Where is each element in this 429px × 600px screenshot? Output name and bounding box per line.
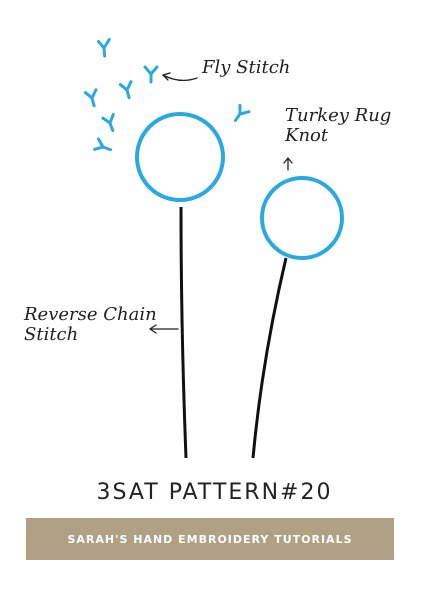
banner-text: SARAH'S HAND EMBROIDERY TUTORIALS (67, 532, 353, 546)
flower-circle-small (260, 176, 344, 260)
turkey-rug-knot-label: Turkey Rug Knot (285, 106, 391, 146)
reverse-chain-stitch-label: Reverse Chain Stitch (24, 305, 157, 345)
turkey-rug-knot-line1: Turkey Rug (285, 105, 392, 126)
pattern-title: 3SAT PATTERN#20 (96, 480, 333, 505)
stem-left (179, 206, 188, 459)
fly-stitch-label: Fly Stitch (202, 57, 291, 78)
turkey-rug-knot-line2: Knot (285, 125, 329, 146)
arrow-icon (149, 72, 293, 334)
fly-stitch-icon (83, 38, 251, 152)
stem-right (251, 257, 288, 459)
brand-banner: SARAH'S HAND EMBROIDERY TUTORIALS (26, 518, 394, 560)
reverse-chain-stitch-line2: Stitch (24, 324, 79, 345)
flower-circle-large (135, 112, 225, 202)
reverse-chain-stitch-line1: Reverse Chain (24, 304, 157, 325)
